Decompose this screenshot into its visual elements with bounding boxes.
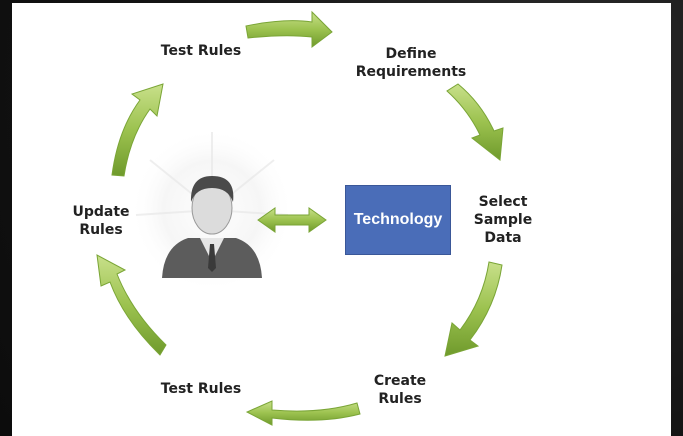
step-select-sample-data: Select Sample Data bbox=[473, 194, 533, 246]
step-define-requirements: Define Requirements bbox=[355, 46, 467, 80]
step-create-rules: Create Rules bbox=[373, 373, 427, 407]
technology-box: Technology bbox=[345, 185, 451, 255]
step-test-rules-bottom: Test Rules bbox=[160, 381, 242, 397]
arrow-right-top bbox=[446, 83, 504, 161]
step-test-rules-top: Test Rules bbox=[160, 43, 242, 59]
diagram-panel bbox=[12, 3, 671, 436]
arrow-bottom bbox=[245, 400, 361, 426]
double-arrow-icon bbox=[257, 207, 327, 233]
step-update-rules: Update Rules bbox=[72, 204, 130, 238]
arrow-right-bottom bbox=[444, 261, 503, 357]
technology-label: Technology bbox=[353, 211, 443, 228]
arrow-top bbox=[245, 10, 333, 48]
person-icon bbox=[130, 128, 294, 292]
arrow-left-top bbox=[111, 83, 164, 177]
arrow-left-bottom bbox=[96, 254, 167, 356]
